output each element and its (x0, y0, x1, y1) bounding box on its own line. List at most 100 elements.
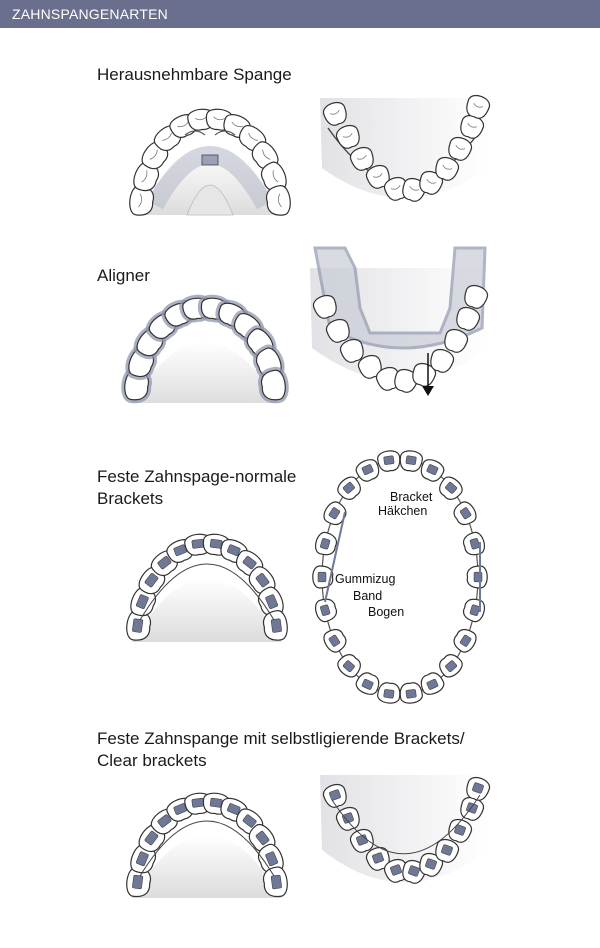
tooth-detail (329, 109, 340, 115)
tooth (312, 565, 334, 589)
bracket (157, 556, 172, 570)
bracket (209, 797, 223, 808)
tooth-detail (473, 102, 484, 108)
gum-background (132, 341, 278, 403)
tooth-detail (409, 185, 420, 191)
fixed-brace-upper-arch-illustration (126, 533, 288, 642)
page-title: ZAHNSPANGENARTEN (12, 6, 168, 22)
tooth-outline (394, 369, 419, 393)
tooth (466, 565, 488, 589)
tooth (315, 598, 337, 623)
bracket (328, 634, 341, 647)
tooth-detail (213, 116, 226, 121)
bracket (191, 538, 205, 549)
bracket (383, 455, 395, 465)
tooth (453, 628, 477, 653)
bracket (342, 812, 354, 824)
tooth-detail (161, 132, 172, 141)
gum-background (132, 578, 282, 642)
removable-brace-upper-arch-illustration (129, 108, 291, 216)
tooth (419, 853, 444, 877)
tooth (377, 450, 401, 472)
tooth (377, 682, 401, 704)
archwire (331, 794, 481, 855)
tooth-outline (444, 329, 469, 353)
tooth (466, 95, 491, 119)
tooth-outline (325, 319, 350, 343)
tooth (420, 672, 445, 695)
title-bar: ZAHNSPANGENARTEN (0, 0, 600, 28)
tooth (257, 843, 284, 874)
bracket (329, 789, 341, 801)
bracket (265, 594, 279, 609)
tooth (439, 476, 463, 500)
tooth (315, 531, 337, 556)
self-ligating-upper-arch-illustration (126, 792, 288, 898)
tooth (262, 610, 288, 641)
tooth (337, 476, 361, 500)
bracket (390, 864, 402, 876)
tooth (444, 329, 469, 353)
bracket (361, 464, 374, 476)
label-band: Band (353, 589, 383, 603)
tooth-detail (141, 170, 148, 183)
tooth (430, 349, 455, 373)
bracket (144, 830, 159, 846)
tooth (126, 866, 152, 898)
tooth-detail (372, 172, 383, 178)
tooth (265, 185, 291, 216)
bracket (445, 481, 458, 494)
tooth-detail (442, 164, 453, 170)
bracket (342, 660, 355, 673)
tooth (355, 672, 380, 695)
bracket (469, 538, 480, 550)
bracket (135, 594, 149, 609)
bracket (255, 573, 270, 588)
bracket (405, 455, 417, 465)
fixed-brace-occlusal-view-illustration (312, 450, 488, 704)
expansion-screw (201, 154, 219, 166)
bracket (445, 660, 458, 673)
bracket (132, 874, 144, 890)
tooth (133, 161, 160, 192)
tooth (258, 366, 289, 404)
tooth-detail (426, 178, 437, 184)
bracket (227, 803, 241, 815)
tooth (463, 598, 485, 623)
tooth (260, 161, 287, 192)
archwire (139, 563, 275, 621)
arrow-head (422, 386, 434, 396)
bracket (342, 481, 355, 494)
tooth (337, 654, 361, 678)
tooth (420, 459, 445, 482)
bracket (265, 851, 279, 867)
bracket (454, 824, 466, 836)
tooth (365, 847, 390, 871)
section-title-removable-brace: Herausnehmbare Spange (97, 65, 292, 84)
tooth (150, 808, 179, 835)
bracket (425, 858, 437, 870)
tooth (184, 533, 212, 556)
bracket (426, 464, 439, 476)
bracket (242, 814, 257, 828)
bracket (317, 571, 327, 583)
tooth (383, 859, 408, 883)
tooth-detail (272, 170, 279, 183)
aligner-upper-arch-illustration (121, 294, 289, 404)
bracket (405, 689, 417, 699)
tooth-detail (149, 149, 158, 160)
tooth (435, 157, 460, 181)
bracket (144, 573, 159, 588)
tooth (323, 628, 347, 653)
tooth-detail (248, 132, 259, 141)
tooth (463, 531, 485, 556)
tooth (262, 866, 288, 898)
tooth-detail (138, 193, 143, 208)
bracket (459, 634, 472, 647)
tooth (439, 654, 463, 678)
bracket (135, 851, 149, 867)
tooth-outline (456, 307, 481, 331)
bracket (320, 604, 331, 616)
tooth (335, 807, 360, 831)
bracket (209, 538, 223, 549)
